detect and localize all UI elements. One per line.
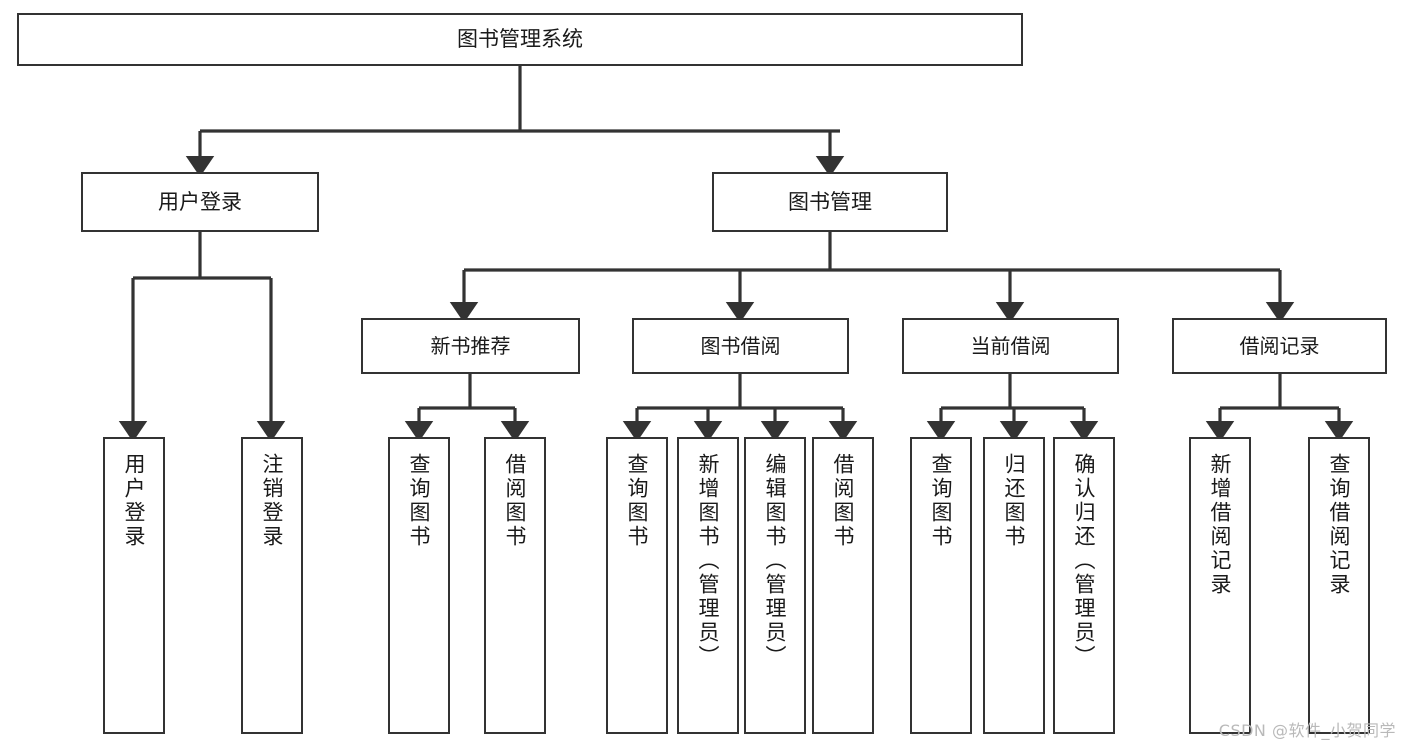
node-leaf-query-book-2-label: 查询图书 — [625, 453, 650, 549]
node-leaf-add-book-label: 新增图书（管理员） — [696, 453, 721, 669]
node-borrow-record-label: 借阅记录 — [1239, 333, 1320, 358]
node-leaf-user-logout[interactable]: 注销登录 — [241, 437, 303, 734]
node-leaf-edit-book[interactable]: 编辑图书（管理员） — [744, 437, 806, 734]
node-leaf-borrow-book-2[interactable]: 借阅图书 — [812, 437, 874, 734]
node-leaf-user-logout-label: 注销登录 — [260, 453, 285, 549]
node-leaf-return-book-label: 归还图书 — [1002, 453, 1027, 549]
node-leaf-confirm-return-label: 确认归还（管理员） — [1072, 453, 1097, 669]
node-book-borrow-label: 图书借阅 — [700, 333, 781, 358]
node-book-manage[interactable]: 图书管理 — [712, 172, 948, 232]
node-leaf-query-record-label: 查询借阅记录 — [1327, 453, 1352, 597]
node-user-login-label: 用户登录 — [158, 189, 242, 214]
node-new-book-recommend-label: 新书推荐 — [430, 333, 511, 358]
node-leaf-add-record[interactable]: 新增借阅记录 — [1189, 437, 1251, 734]
node-leaf-borrow-book-2-label: 借阅图书 — [831, 453, 856, 549]
node-root[interactable]: 图书管理系统 — [17, 13, 1023, 66]
node-user-login[interactable]: 用户登录 — [81, 172, 319, 232]
node-leaf-query-book-1-label: 查询图书 — [407, 453, 432, 549]
node-leaf-query-book-3-label: 查询图书 — [929, 453, 954, 549]
node-current-borrow-label: 当前借阅 — [970, 333, 1051, 358]
node-book-borrow[interactable]: 图书借阅 — [632, 318, 849, 374]
node-leaf-return-book[interactable]: 归还图书 — [983, 437, 1045, 734]
node-leaf-query-book-1[interactable]: 查询图书 — [388, 437, 450, 734]
node-leaf-borrow-book-1-label: 借阅图书 — [503, 453, 528, 549]
node-new-book-recommend[interactable]: 新书推荐 — [361, 318, 580, 374]
node-leaf-borrow-book-1[interactable]: 借阅图书 — [484, 437, 546, 734]
node-current-borrow[interactable]: 当前借阅 — [902, 318, 1119, 374]
node-leaf-query-book-3[interactable]: 查询图书 — [910, 437, 972, 734]
node-book-manage-label: 图书管理 — [788, 189, 872, 214]
node-leaf-user-login[interactable]: 用户登录 — [103, 437, 165, 734]
node-leaf-edit-book-label: 编辑图书（管理员） — [763, 453, 788, 669]
node-leaf-add-book[interactable]: 新增图书（管理员） — [677, 437, 739, 734]
node-leaf-add-record-label: 新增借阅记录 — [1208, 453, 1233, 597]
node-leaf-user-login-label: 用户登录 — [122, 453, 147, 549]
node-borrow-record[interactable]: 借阅记录 — [1172, 318, 1387, 374]
node-root-label: 图书管理系统 — [457, 27, 583, 52]
node-leaf-query-record[interactable]: 查询借阅记录 — [1308, 437, 1370, 734]
csdn-watermark: CSDN @软件_小贺同学 — [1218, 721, 1396, 740]
node-leaf-query-book-2[interactable]: 查询图书 — [606, 437, 668, 734]
node-leaf-confirm-return[interactable]: 确认归还（管理员） — [1053, 437, 1115, 734]
